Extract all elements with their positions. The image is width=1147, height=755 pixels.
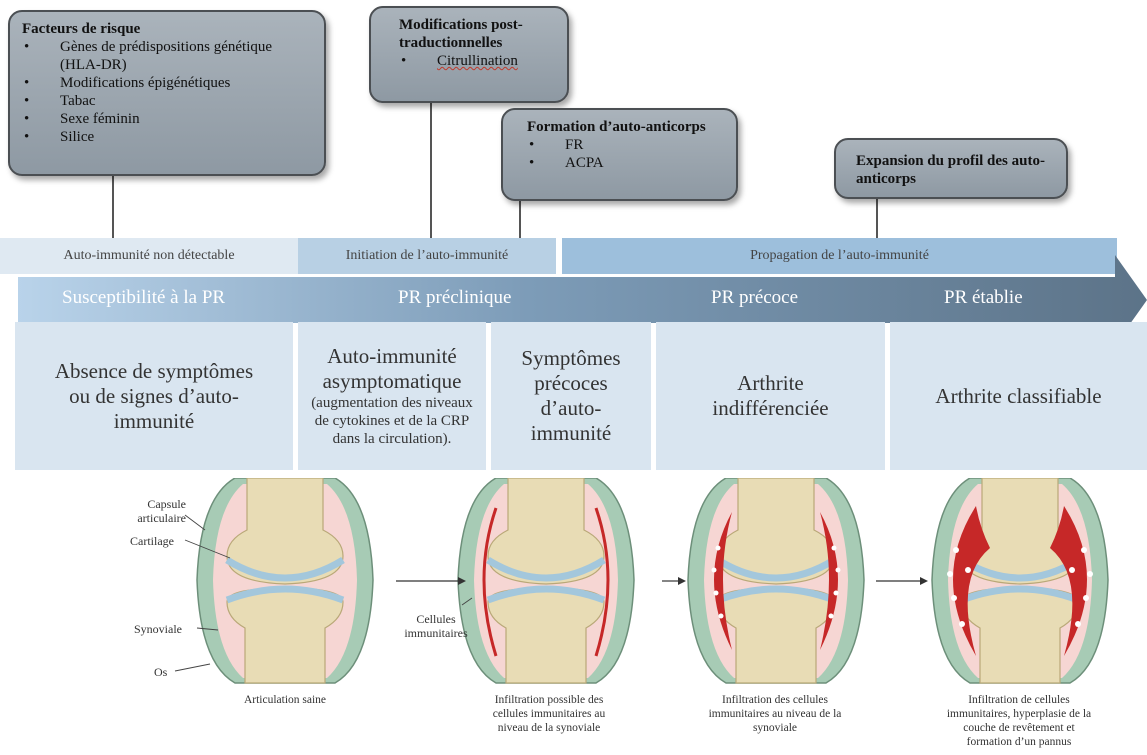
label-capsule: Capsule articulaire — [120, 497, 186, 525]
caption-possible-infiltration: Infiltration possible des cellules immun… — [480, 693, 618, 735]
label-cartilage: Cartilage — [130, 534, 174, 548]
caption-healthy: Articulation saine — [236, 693, 334, 707]
caption-infiltration: Infiltration des cellules immunitaires a… — [700, 693, 850, 735]
label-synovial: Synoviale — [134, 622, 182, 636]
label-bone: Os — [154, 665, 167, 679]
caption-pannus: Infiltration de cellules immunitaires, h… — [944, 693, 1094, 749]
label-immune-cells: Cellules immunitaires — [402, 612, 470, 640]
